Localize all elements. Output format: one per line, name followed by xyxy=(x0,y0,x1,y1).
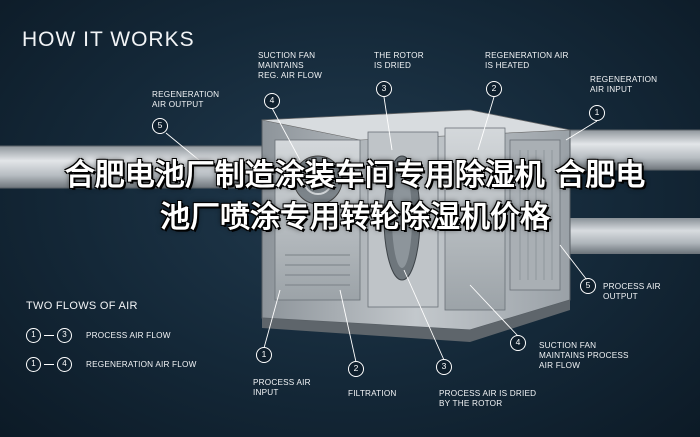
step-badge-4: 4 xyxy=(264,93,280,109)
step-badge-1: 1 xyxy=(589,105,605,121)
callout-regeneration-heated: REGENERATION AIR IS HEATED xyxy=(485,51,569,70)
flow-end-badge: 3 xyxy=(57,327,72,343)
page-title: HOW IT WORKS xyxy=(22,28,195,51)
dehumidifier-unit xyxy=(261,109,571,342)
flow-label: REGENERATION AIR FLOW xyxy=(86,359,197,369)
flow-label: PROCESS AIR FLOW xyxy=(86,330,171,340)
callout-rotor-dried: THE ROTOR IS DRIED xyxy=(374,51,424,70)
overlay-headline: 合肥电池厂制造涂装车间专用除湿机 合肥电池厂喷涂专用转轮除湿机价格 xyxy=(64,158,646,235)
flow-dash xyxy=(44,334,54,336)
callout-process-air-dried: PROCESS AIR IS DRIED BY THE ROTOR xyxy=(439,389,537,408)
leader-lines xyxy=(165,96,598,363)
flow-start-badge: 1 xyxy=(26,327,41,343)
step-badge-1-process: 1 xyxy=(256,347,272,363)
step-badge-2-filtration: 2 xyxy=(348,361,364,377)
step-badge-4-fan: 4 xyxy=(510,335,526,351)
step-badge-3-rotor: 3 xyxy=(436,359,452,375)
callout-filtration: FILTRATION xyxy=(348,389,397,398)
flow-row-regeneration: 1 4 REGENERATION AIR FLOW xyxy=(26,355,197,373)
callout-suction-fan-process: SUCTION FAN MAINTAINS PROCESS AIR FLOW xyxy=(539,341,629,370)
flow-start-badge: 1 xyxy=(26,356,41,372)
step-badge-5: 5 xyxy=(152,118,168,134)
callout-process-air-input: PROCESS AIR INPUT xyxy=(253,378,311,397)
flow-dash xyxy=(44,363,54,365)
step-badge-3: 3 xyxy=(376,81,392,97)
flows-legend-title: TWO FLOWS OF AIR xyxy=(26,300,138,312)
left-duct xyxy=(0,145,270,189)
flow-row-process: 1 3 PROCESS AIR FLOW xyxy=(26,326,171,344)
callout-regeneration-air-output: REGENERATION AIR OUTPUT xyxy=(152,90,220,109)
callout-suction-fan-reg: SUCTION FAN MAINTAINS REG. AIR FLOW xyxy=(258,51,323,80)
callout-regeneration-air-input: REGENERATION AIR INPUT xyxy=(590,75,658,94)
step-badge-2: 2 xyxy=(486,81,502,97)
callout-process-air-output: PROCESS AIR OUTPUT xyxy=(603,282,661,301)
flow-end-badge: 4 xyxy=(57,356,72,372)
step-badge-5-output: 5 xyxy=(580,278,596,294)
